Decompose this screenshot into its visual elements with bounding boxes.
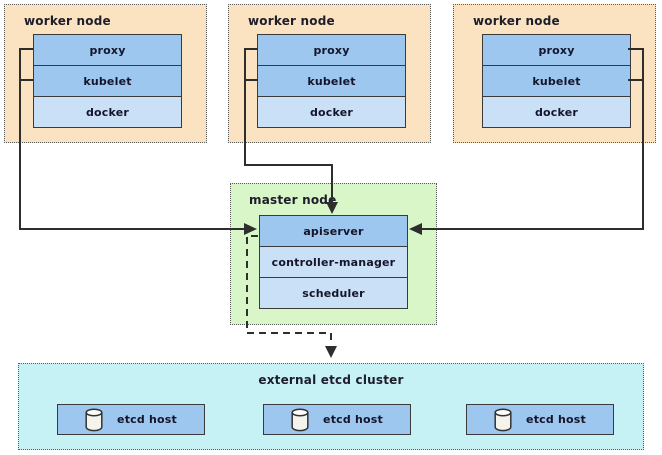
worker-node-3-title: worker node bbox=[473, 14, 560, 28]
worker-node-1-components: proxy kubelet docker bbox=[33, 34, 182, 128]
worker-node-2-components: proxy kubelet docker bbox=[257, 34, 406, 128]
docker-box: docker bbox=[257, 96, 406, 128]
proxy-box: proxy bbox=[482, 34, 631, 66]
worker-node-1-title: worker node bbox=[24, 14, 111, 28]
database-icon bbox=[291, 408, 309, 432]
scheduler-box: scheduler bbox=[259, 277, 408, 309]
etcd-cluster-title: external etcd cluster bbox=[258, 373, 404, 387]
database-icon bbox=[494, 408, 512, 432]
etcd-host-2: etcd host bbox=[263, 404, 411, 435]
kubelet-box: kubelet bbox=[257, 65, 406, 97]
etcd-host-3: etcd host bbox=[466, 404, 614, 435]
docker-box: docker bbox=[482, 96, 631, 128]
proxy-box: proxy bbox=[33, 34, 182, 66]
arrowhead-into-etcd-cluster bbox=[325, 346, 337, 358]
kubelet-box: kubelet bbox=[482, 65, 631, 97]
master-node: master node apiserver controller-manager… bbox=[230, 183, 437, 325]
worker-node-2: worker node proxy kubelet docker bbox=[228, 4, 431, 143]
database-icon bbox=[85, 408, 103, 432]
worker-node-3-components: proxy kubelet docker bbox=[482, 34, 631, 128]
external-etcd-cluster: external etcd cluster etcd host etcd hos… bbox=[18, 363, 644, 450]
etcd-host-label: etcd host bbox=[526, 413, 586, 426]
docker-box: docker bbox=[33, 96, 182, 128]
etcd-host-1: etcd host bbox=[57, 404, 205, 435]
worker-node-3: worker node proxy kubelet docker bbox=[453, 4, 656, 143]
apiserver-box: apiserver bbox=[259, 215, 408, 247]
worker-node-1: worker node proxy kubelet docker bbox=[4, 4, 207, 143]
worker-node-2-title: worker node bbox=[248, 14, 335, 28]
proxy-box: proxy bbox=[257, 34, 406, 66]
kubelet-box: kubelet bbox=[33, 65, 182, 97]
etcd-host-label: etcd host bbox=[117, 413, 177, 426]
etcd-host-label: etcd host bbox=[323, 413, 383, 426]
master-node-title: master node bbox=[249, 193, 337, 207]
master-node-components: apiserver controller-manager scheduler bbox=[259, 215, 408, 309]
controller-manager-box: controller-manager bbox=[259, 246, 408, 278]
